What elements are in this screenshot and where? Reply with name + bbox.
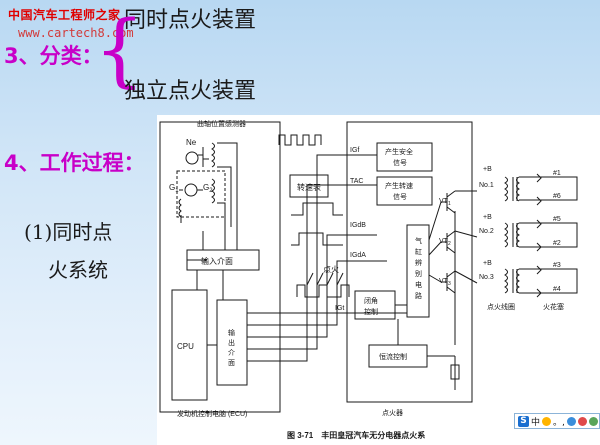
ime-logo-icon[interactable]: S <box>518 415 529 427</box>
coil-no2: No.2 <box>479 228 494 235</box>
igdb-waveform <box>291 202 343 216</box>
vt3-label: VT3 <box>439 278 451 287</box>
ecu-outline <box>159 121 281 413</box>
ne-pickup <box>198 147 209 167</box>
subsection-line-2: 火系统 <box>48 258 108 282</box>
coil-no1: No.1 <box>479 182 494 189</box>
svg-text:#6: #6 <box>553 193 561 200</box>
ime-toolbar[interactable]: S 中 。, <box>514 413 600 429</box>
svg-text:出: 出 <box>228 338 235 347</box>
ignition-coils: +B +B +B No.1 No.2 No.3 <box>454 166 520 294</box>
g-rotor <box>184 183 198 197</box>
igf-label: IGf <box>350 147 359 154</box>
svg-text:+B: +B <box>483 166 492 173</box>
tachometer-box <box>289 174 329 198</box>
sensor-to-input-wires <box>202 219 238 250</box>
output-interface-box <box>216 299 248 386</box>
igf-waveform <box>278 134 322 146</box>
safety-signal-line1: 产生安全 <box>385 147 413 156</box>
svg-text:+B: +B <box>483 214 492 221</box>
ne-label: Ne <box>186 138 197 147</box>
g1-label: G1 <box>169 183 179 194</box>
igda-label: IGdA <box>350 252 366 259</box>
plug-label: 火花塞 <box>543 302 564 311</box>
skin-icon[interactable] <box>577 416 587 426</box>
input-interface-label: 输入介面 <box>201 256 233 266</box>
svg-text:#3: #3 <box>553 262 561 269</box>
watermark-url: www.cartech8.com <box>18 26 134 40</box>
vt2-label: VT2 <box>439 238 451 247</box>
safety-signal-box <box>376 142 433 172</box>
svg-text:面: 面 <box>228 359 235 367</box>
item-independent-ignition: 独立点火装置 <box>124 79 257 104</box>
igt-waveform <box>296 284 350 298</box>
output-interface-label: 输 出 介 面 <box>228 328 235 367</box>
ecu-label: 发动机控制电脑 (ECU) <box>177 409 247 418</box>
cylinder-discriminate-box <box>406 224 430 318</box>
coil-label: 点火线圈 <box>487 302 515 311</box>
ecu-igniter-lines <box>247 154 407 362</box>
item-simultaneous-ignition: 同时点火装置 <box>124 8 257 33</box>
ne-coil <box>211 142 215 168</box>
vt-transistors <box>441 190 456 294</box>
sense-resistor <box>450 364 460 380</box>
cylinder-discriminate-label: 气 缸 辨 别 电 路 <box>415 236 422 300</box>
igniter-internal-wires <box>395 201 456 390</box>
ime-language[interactable]: 中 <box>531 417 541 428</box>
tac-label: TAC <box>350 178 363 185</box>
svg-text:别: 别 <box>415 269 422 278</box>
g1-coil <box>178 198 182 218</box>
vt1-label: VT1 <box>439 198 451 207</box>
figure-caption: 图 3-71 丰田皇冠汽车无分电器点火系 <box>287 430 425 440</box>
rpm-signal-line1: 产生转速 <box>385 181 413 190</box>
rpm-signal-line2: 信号 <box>393 192 407 201</box>
section-4-working-process: 4、工作过程： <box>4 151 145 175</box>
svg-text:#4: #4 <box>553 286 561 293</box>
igniter-label: 点火器 <box>382 409 403 417</box>
moon-icon[interactable] <box>542 416 552 426</box>
classification-brace: { <box>94 3 145 96</box>
keyboard-icon[interactable] <box>566 416 576 426</box>
svg-text:辨: 辨 <box>415 258 422 267</box>
igniter-outline <box>346 121 473 403</box>
watermark-site-name: 中国汽车工程师之家 <box>8 8 121 22</box>
cpu-wires <box>187 259 224 346</box>
igt-label: IGt <box>335 305 344 312</box>
cpu-label: CPU <box>177 342 194 351</box>
spark-plugs: #1 #6 #5 #2 #3 #4 <box>519 170 578 298</box>
svg-text:路: 路 <box>415 291 422 300</box>
sensor-wires <box>180 142 238 231</box>
g2-coil <box>211 178 215 204</box>
svg-text:#5: #5 <box>553 216 561 223</box>
igdb-label: IGdB <box>350 222 366 229</box>
tachometer-label: 转速表 <box>297 182 321 192</box>
svg-text:气: 气 <box>415 236 422 245</box>
sensor-box <box>176 170 226 218</box>
ignition-label: 点火 <box>323 265 339 274</box>
svg-text:介: 介 <box>228 349 235 357</box>
svg-text:输: 输 <box>228 328 235 337</box>
svg-text:电: 电 <box>415 280 422 289</box>
section-3-classification: 3、分类： <box>4 44 103 68</box>
ime-punctuation[interactable]: 。, <box>553 417 565 428</box>
ignition-circuit-figure: 曲轴位置感测器 Ne G1 G2 输入介面 CPU 输 出 介 面 发动机控制电… <box>157 115 600 445</box>
svg-text:缸: 缸 <box>415 247 422 256</box>
current-control-label: 恒流控制 <box>379 352 407 361</box>
svg-text:#1: #1 <box>553 170 561 177</box>
safety-signal-line2: 信号 <box>393 158 407 167</box>
rpm-signal-box <box>376 176 433 206</box>
ignition-arrows <box>306 272 344 286</box>
igda-waveform <box>291 232 343 246</box>
dwell-line2: 控制 <box>364 307 378 316</box>
ne-rotor <box>185 151 199 165</box>
sensor-title: 曲轴位置感测器 <box>197 119 246 128</box>
tools-icon[interactable] <box>588 416 598 426</box>
svg-text:+B: +B <box>483 260 492 267</box>
subsection-line-1: (1)同时点 <box>24 220 113 244</box>
coil-no3: No.3 <box>479 274 494 281</box>
dwell-line1: 闭角 <box>364 296 378 305</box>
svg-text:#2: #2 <box>553 240 561 247</box>
